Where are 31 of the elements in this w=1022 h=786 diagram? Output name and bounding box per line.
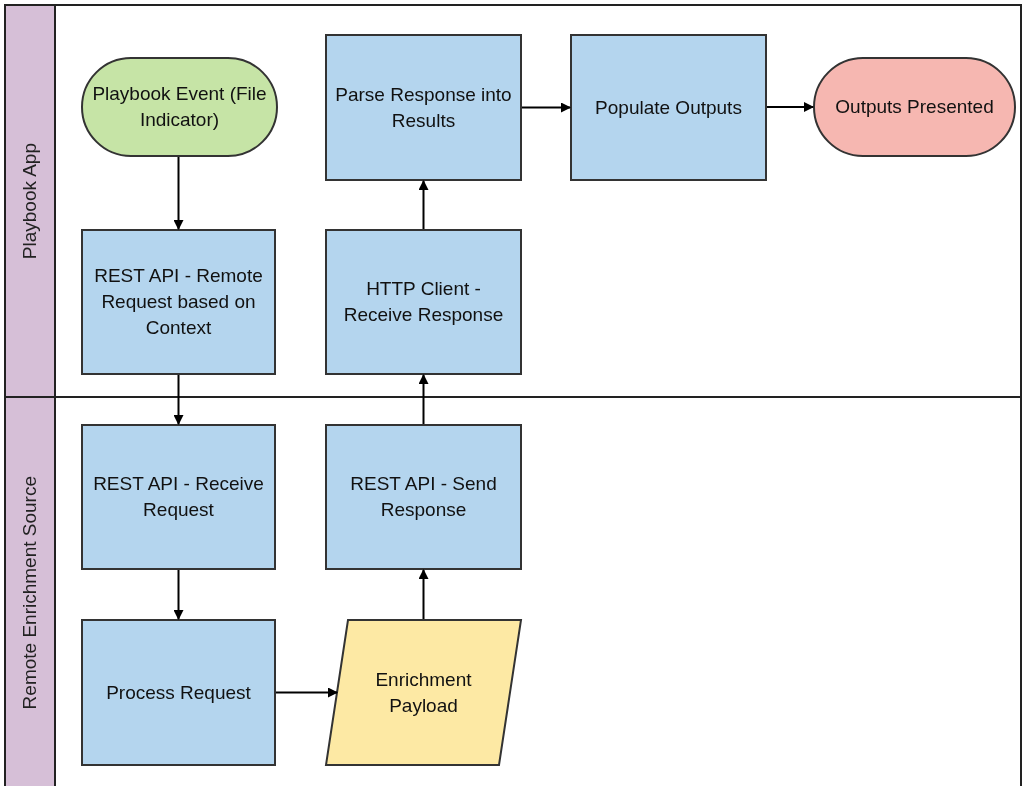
node-label: Outputs Presented [835,95,994,119]
process-box [325,229,522,375]
process-box [81,619,276,766]
node-label: HTTP Client - Receive Response [342,277,505,327]
swimlane [4,4,1022,398]
node-label: REST API - Receive Request [92,472,265,522]
process-box [325,424,522,570]
lane-title: Playbook App [19,142,41,260]
data-parallelogram [325,619,522,766]
node-label: REST API - Remote Request based on Context [93,264,264,340]
process-box [325,34,522,181]
arrow [418,374,429,425]
arrow [766,102,814,112]
node-label: REST API - Send Response [349,472,498,522]
node-label: Playbook Event (File Indicator) [91,82,268,132]
lane-title: Remote Enrichment Source [19,476,41,710]
node-label: Populate Outputs [595,95,742,120]
arrow [173,374,184,425]
node-label: Enrichment Payload [374,667,473,718]
node-label: Process Request [106,680,251,705]
arrow [173,569,184,620]
arrow [418,569,429,620]
process-box [81,424,276,570]
process-box [81,229,276,375]
arrow [418,180,429,230]
arrow [521,102,571,113]
arrow [275,687,338,698]
process-box [570,34,767,181]
node-label: Parse Response into Results [334,82,513,133]
swimlane [4,396,1022,786]
arrow [173,156,184,230]
